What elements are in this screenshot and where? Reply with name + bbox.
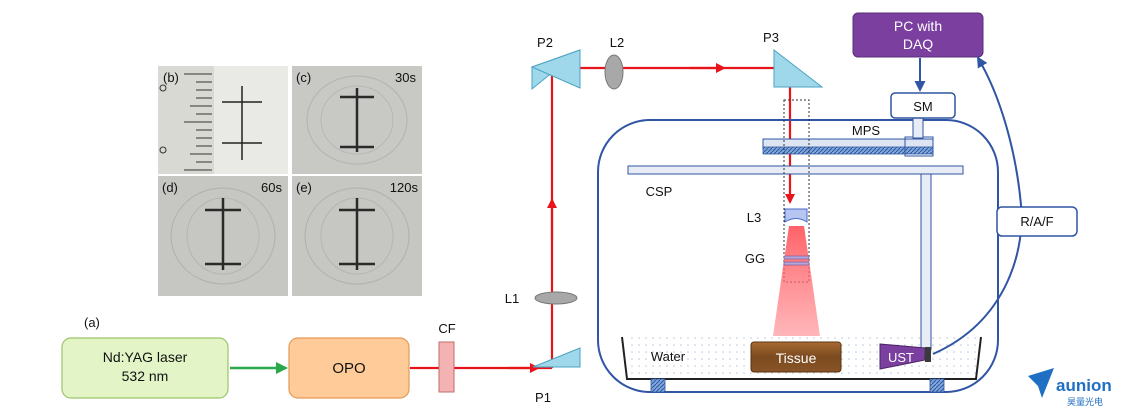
laser-label-line2: 532 nm [122, 368, 169, 384]
aunion-logo: aunion 昊量光电 [1028, 368, 1112, 408]
ust-support-rod [920, 173, 932, 351]
lens-l1: L1 [505, 291, 578, 306]
panel-c-label: (c) [296, 70, 311, 85]
p2-label: P2 [537, 35, 553, 50]
prism-p3: P3 [763, 30, 824, 88]
photo-panel-d: (d) 60s [158, 176, 288, 296]
opo-label: OPO [332, 360, 365, 377]
pc-label-line2: DAQ [903, 36, 933, 52]
logo-name: aunion [1056, 376, 1112, 395]
cf-label: CF [438, 321, 455, 336]
tissue-label: Tissue [776, 350, 817, 366]
panel-d-label: (d) [162, 180, 178, 195]
pc-label-line1: PC with [894, 18, 942, 34]
panel-c-time: 30s [395, 70, 416, 85]
lens-l3: L3 [747, 208, 808, 225]
red-beam-path [410, 66, 795, 370]
sm-label: SM [913, 99, 933, 114]
photo-panel-e: (e) 120s [292, 176, 422, 296]
logo-arrow-icon [1028, 368, 1054, 398]
sm-box: SM [890, 92, 956, 119]
panel-e-label: (e) [296, 180, 312, 195]
water-label: Water [651, 349, 686, 364]
cf-filter: CF [438, 321, 456, 393]
raf-label: R/A/F [1020, 214, 1053, 229]
l2-label: L2 [610, 35, 624, 50]
enclosure [597, 119, 999, 393]
mps-label: MPS [852, 123, 881, 138]
opo-box: OPO [288, 337, 410, 399]
laser-label-line1: Nd:YAG laser [103, 349, 188, 365]
optical-tube [783, 99, 810, 283]
ground-glass-gg: GG [745, 251, 810, 266]
pc-daq-box: PC with DAQ [852, 12, 984, 58]
l3-label: L3 [747, 210, 761, 225]
l1-label: L1 [505, 291, 519, 306]
p1-label: P1 [535, 390, 551, 405]
ust-transducer: UST [879, 343, 931, 370]
ruler-ticks [184, 73, 212, 171]
ust-label: UST [888, 350, 914, 365]
raf-box: R/A/F [996, 206, 1078, 237]
csp-plate [627, 165, 964, 175]
gg-label: GG [745, 251, 765, 266]
lens-l2: L2 [604, 35, 624, 90]
signal-cable [932, 56, 1023, 355]
panel-b-label: (b) [163, 70, 179, 85]
laser-cone [773, 226, 820, 336]
csp-label: CSP [646, 184, 673, 199]
tissue-sample: Tissue [750, 341, 842, 373]
p3-label: P3 [763, 30, 779, 45]
sm-shaft [912, 117, 924, 139]
panel-e-time: 120s [390, 180, 419, 195]
panel-d-time: 60s [261, 180, 282, 195]
prism-p1: P1 [532, 347, 581, 405]
photo-panel-c: (c) 30s [292, 66, 422, 174]
nd-yag-laser-box: Nd:YAG laser 532 nm [61, 337, 229, 399]
logo-sub: 昊量光电 [1067, 396, 1103, 408]
mps-stage: MPS [762, 123, 934, 157]
cross-target [222, 86, 262, 160]
panel-a-label: (a) [84, 315, 100, 330]
photo-panel-b: (b) [158, 66, 288, 174]
prism-p2: P2 [530, 35, 581, 91]
